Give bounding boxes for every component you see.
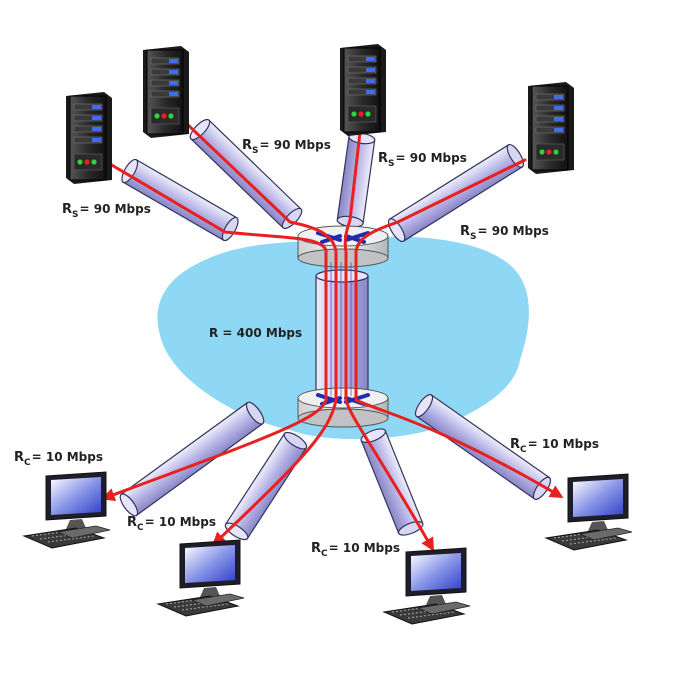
flow-server-3-client-3 [343, 130, 435, 552]
bottom-router [297, 387, 389, 428]
desktop-computer-icon [382, 547, 471, 625]
desktop-computer-icon [156, 539, 245, 617]
label-client-2-rate: RC= 10 Mbps [127, 515, 216, 533]
server-tower-icon [66, 92, 112, 184]
label-server-4-rate: RS= 90 Mbps [460, 224, 549, 242]
flow-server-4-client-4 [354, 158, 564, 499]
desktop-computer-icon [22, 471, 111, 549]
pipe-client-2 [224, 431, 308, 541]
backbone-lanes [330, 262, 352, 396]
server-tower-icon [340, 44, 386, 136]
label-client-4-rate: RC= 10 Mbps [510, 437, 599, 455]
pipe-client-1 [119, 401, 265, 517]
backbone-pipe [315, 269, 369, 401]
server-tower-icon [143, 46, 189, 138]
data-flows [101, 122, 564, 552]
label-client-3-rate: RC= 10 Mbps [311, 541, 400, 559]
server-tower-icon [528, 82, 574, 174]
label-server-3-rate: RS= 90 Mbps [378, 151, 467, 169]
flow-server-1-client-1 [101, 162, 328, 502]
desktop-computer-icon [544, 473, 633, 551]
flow-server-2-client-2 [185, 122, 338, 546]
label-client-1-rate: RC= 10 Mbps [14, 450, 103, 468]
label-backbone-rate: R = 400 Mbps [209, 326, 303, 340]
label-server-2-rate: RS= 90 Mbps [242, 138, 331, 156]
label-server-1-rate: RS= 90 Mbps [62, 202, 151, 220]
